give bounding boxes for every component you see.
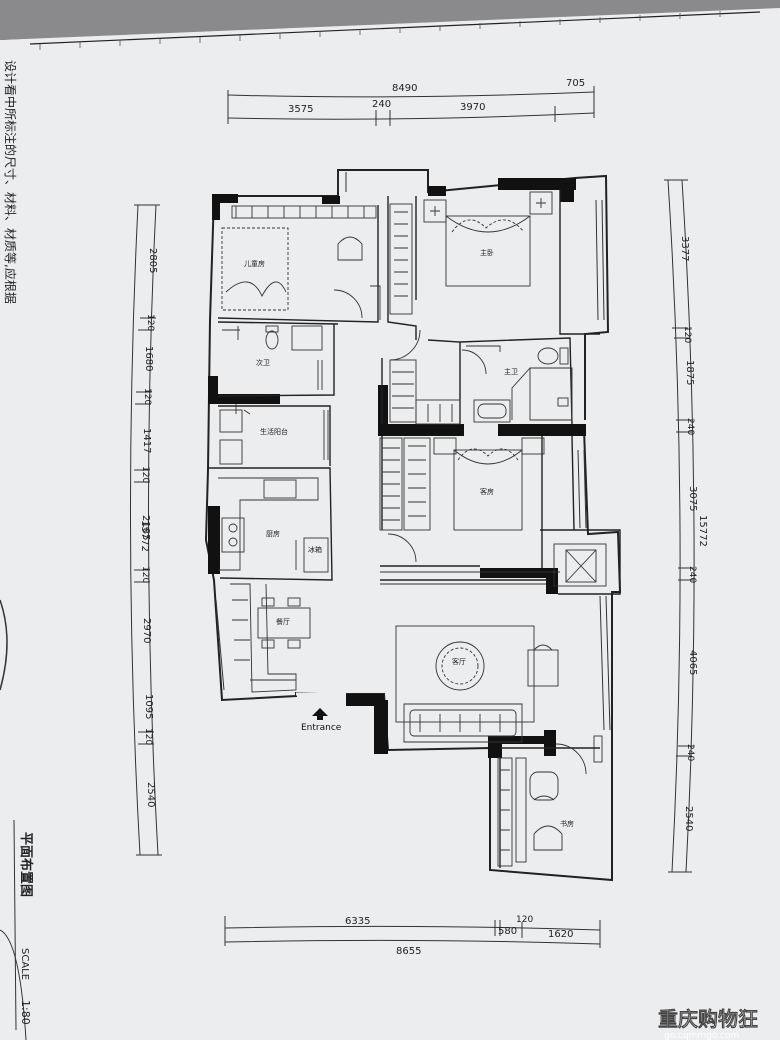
dim-left-120c: 120 xyxy=(140,466,150,483)
room-label-kitchen: 厨房 xyxy=(266,529,280,538)
dim-right-2540: 2540 xyxy=(683,806,694,831)
room-label-dining: 餐厅 xyxy=(276,617,290,626)
dim-right-240a: 240 xyxy=(685,418,695,435)
room-label-master-bath: 主卫 xyxy=(504,367,518,376)
dim-bottom-120: 120 xyxy=(516,915,533,925)
dim-bottom xyxy=(224,916,601,948)
bedroom-small xyxy=(221,205,377,319)
watermark-cn: 重庆购物狂 xyxy=(658,1007,758,1031)
dim-right-1875: 1875 xyxy=(684,360,695,385)
dim-left-1417: 1417 xyxy=(141,428,152,453)
dim-left-120a: 120 xyxy=(145,314,155,331)
dim-bottom-1620: 1620 xyxy=(548,929,573,940)
room-label-laundry: 生活阳台 xyxy=(260,427,288,436)
room-label-bath-second: 次卫 xyxy=(256,358,270,367)
windows xyxy=(215,172,611,731)
room-label-fridge: 冰箱 xyxy=(308,545,322,554)
dim-left-120e: 120 xyxy=(143,728,153,745)
dim-top-3970: 3970 xyxy=(460,102,485,113)
interior-walls xyxy=(208,190,621,868)
dim-top-240: 240 xyxy=(372,99,391,110)
dim-left-2805: 2805 xyxy=(147,248,158,273)
top-notice: 设计看中所标注的尺寸、材料、材质等,应根据 xyxy=(3,60,18,304)
title-underline xyxy=(13,819,17,1031)
watermark-url: go.cqmmgo.com xyxy=(664,1031,739,1040)
dim-right-total: 15772 xyxy=(697,515,708,547)
room-label-bedroom-small: 儿童房 xyxy=(244,259,265,268)
dim-right-240c: 240 xyxy=(685,744,695,761)
dim-right-4065: 4065 xyxy=(687,650,698,675)
study xyxy=(497,735,603,867)
room-label-guest-bedroom: 客房 xyxy=(480,487,494,496)
plan-title: 平面布置图 xyxy=(18,832,34,897)
living-room xyxy=(380,571,560,743)
scale-label: SCALE xyxy=(19,948,30,980)
dim-right-120: 120 xyxy=(682,326,692,343)
paper-left-arc xyxy=(0,599,8,691)
dim-right-240b: 240 xyxy=(687,566,697,583)
solid-walls xyxy=(208,178,586,758)
entrance-arrow-icon xyxy=(312,708,328,720)
dining xyxy=(230,583,311,693)
entrance-label: Entrance xyxy=(301,723,342,733)
dim-right-3377: 3377 xyxy=(679,236,690,261)
dim-left-1680: 1680 xyxy=(143,346,154,371)
dim-bottom-580: 580 xyxy=(498,926,517,937)
dim-top-3575: 3575 xyxy=(288,104,313,115)
scale-value: 1:80 xyxy=(19,1000,32,1025)
dim-left-total: 15772 xyxy=(139,520,150,552)
dim-left-1095: 1095 xyxy=(143,694,154,719)
paper-bottom-arc xyxy=(0,929,27,1040)
paper-fold-shadow xyxy=(0,0,780,40)
floor-plan: 儿童房 次卫 生活阳台 厨房 冰箱 餐厅 主卧 主卫 客房 客厅 书房 Entr… xyxy=(204,169,622,882)
dim-top-705: 705 xyxy=(566,78,585,89)
dim-left-2185: 2185 xyxy=(140,515,151,540)
room-label-master-bedroom: 主卧 xyxy=(480,248,494,257)
room-label-living-room: 客厅 xyxy=(452,657,466,666)
laundry xyxy=(219,404,329,465)
dim-left-120b: 120 xyxy=(142,388,152,405)
paper-top-ticks xyxy=(39,11,721,50)
dim-bottom-6335: 6335 xyxy=(345,916,370,927)
second-bath xyxy=(222,325,323,390)
master-bedroom xyxy=(370,191,553,361)
room-labels: 儿童房 次卫 生活阳台 厨房 冰箱 餐厅 主卧 主卫 客房 客厅 书房 xyxy=(244,248,574,828)
dim-top xyxy=(227,86,595,126)
corridor-wardrobe xyxy=(389,359,461,425)
dim-top-total: 8490 xyxy=(392,83,417,94)
dim-left-120d: 120 xyxy=(140,566,150,583)
dim-right-3075: 3075 xyxy=(687,486,698,511)
room-label-study: 书房 xyxy=(560,819,574,828)
paper-top-edge xyxy=(29,11,761,45)
dim-left-2970: 2970 xyxy=(141,618,152,643)
guest-bedroom xyxy=(379,437,607,587)
dim-right xyxy=(664,179,695,873)
dim-bottom-total: 8655 xyxy=(396,946,421,957)
master-bath xyxy=(461,345,573,423)
dim-left-2540: 2540 xyxy=(145,782,156,807)
dim-left xyxy=(129,204,162,856)
kitchen xyxy=(218,477,329,573)
